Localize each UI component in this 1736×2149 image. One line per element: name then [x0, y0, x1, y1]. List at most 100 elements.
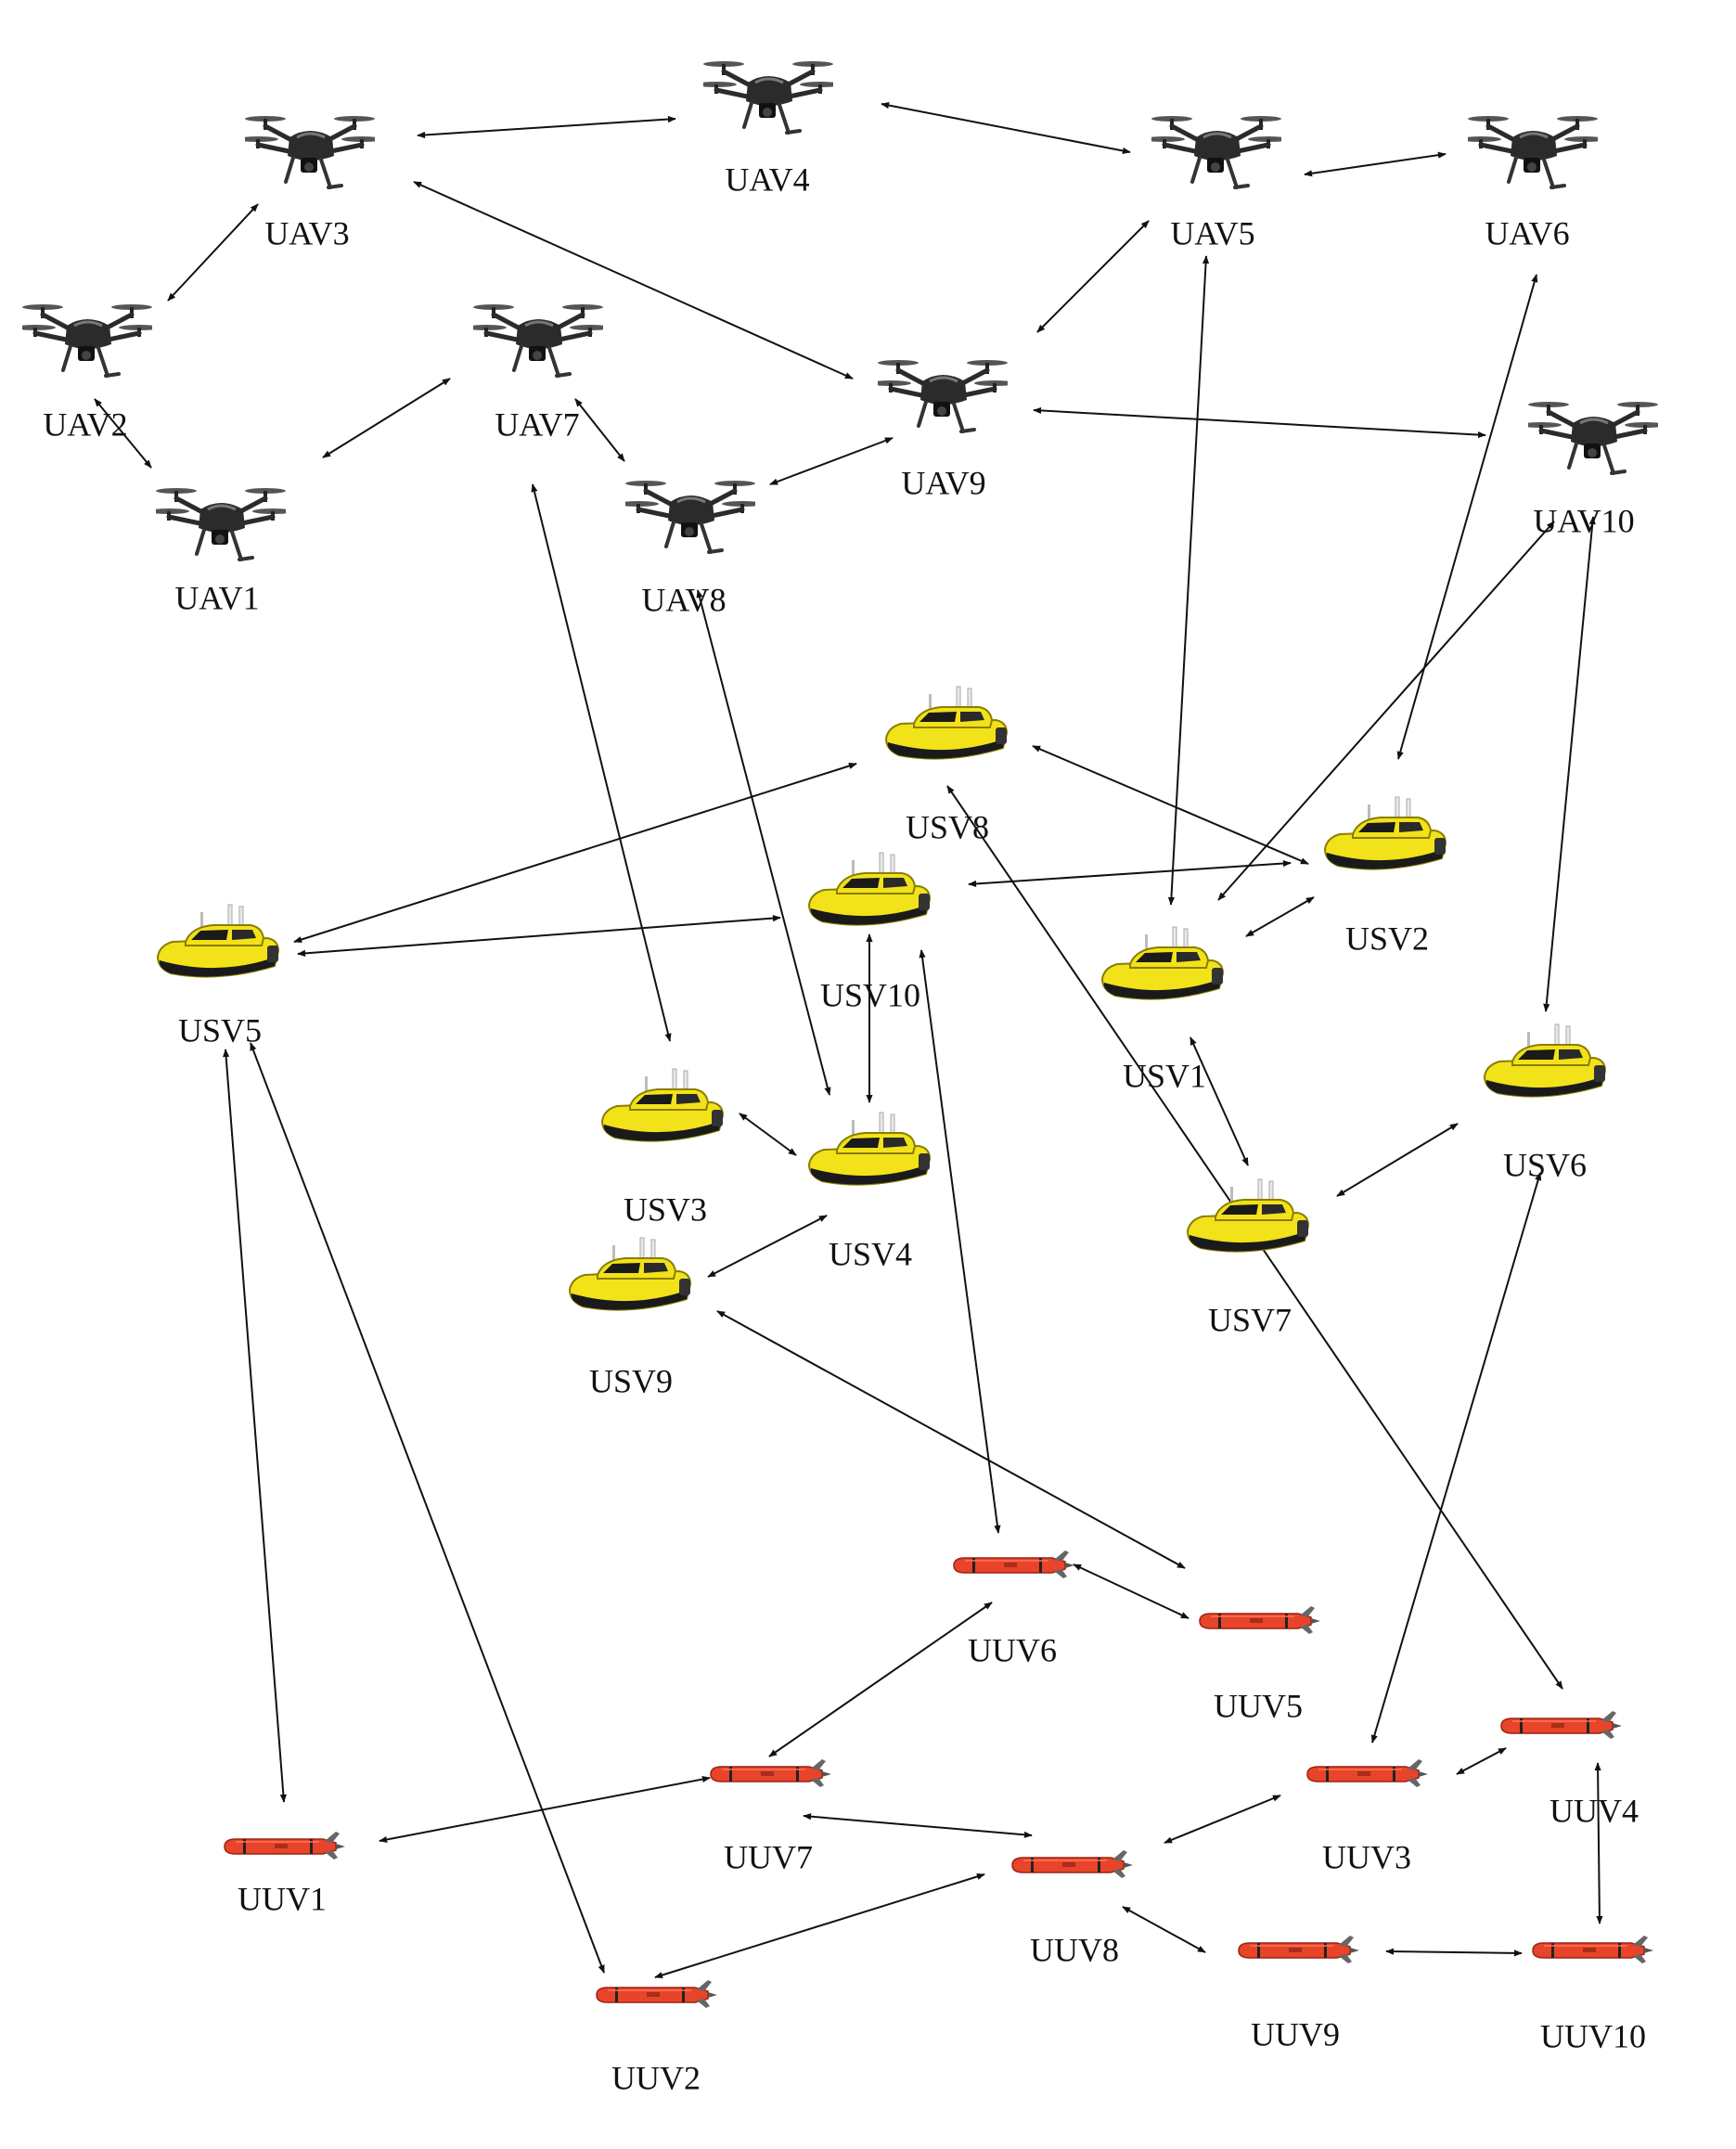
node-uav7: UAV7 [466, 304, 611, 443]
node-label-uuv2: UUV2 [611, 2059, 701, 2096]
node-uav8: UAV8 [618, 481, 763, 618]
node-usv2: USV2 [1324, 796, 1447, 957]
red-torpedo-uuv-icon [223, 1830, 347, 1861]
node-usv6: USV6 [1484, 1023, 1606, 1183]
node-uuv10: UUV10 [1531, 1934, 1655, 2054]
red-torpedo-uuv-icon [595, 1978, 719, 2010]
link-usv8-usv2 [1032, 745, 1309, 865]
node-label-uuv10: UUV10 [1540, 2017, 1646, 2054]
link-usv9-uuv5 [716, 1310, 1186, 1569]
node-label-uuv4: UUV4 [1550, 1792, 1639, 1829]
node-uav9: UAV9 [870, 360, 1015, 501]
node-usv7: USV7 [1187, 1178, 1309, 1338]
quadcopter-drone-icon [466, 304, 611, 376]
red-torpedo-uuv-icon [709, 1757, 833, 1789]
quadcopter-drone-icon [870, 360, 1015, 431]
link-usv5-uuv2 [250, 1042, 605, 1974]
yellow-surface-boat-icon [1484, 1023, 1606, 1098]
red-torpedo-uuv-icon [1531, 1934, 1655, 1965]
node-label-uav2: UAV2 [43, 405, 127, 443]
yellow-surface-boat-icon [1101, 926, 1224, 1000]
yellow-surface-boat-icon [569, 1237, 691, 1311]
node-label-uav8: UAV8 [641, 581, 726, 618]
link-usv1-usv2 [1245, 896, 1315, 937]
yellow-surface-boat-icon [157, 904, 279, 978]
link-uuv10-uuv4 [1594, 1762, 1603, 1924]
yellow-surface-boat-icon [1187, 1178, 1309, 1253]
red-torpedo-uuv-icon [1198, 1604, 1322, 1636]
link-uuv6-uuv5 [1073, 1563, 1189, 1619]
red-torpedo-uuv-icon [1305, 1757, 1430, 1789]
node-uuv4: UUV4 [1499, 1709, 1639, 1829]
red-torpedo-uuv-icon [1499, 1709, 1624, 1741]
yellow-surface-boat-icon [601, 1068, 724, 1142]
quadcopter-drone-icon [1521, 402, 1665, 473]
link-uav6-usv2 [1396, 274, 1538, 760]
red-torpedo-uuv-icon [1010, 1848, 1135, 1880]
node-label-uuv7: UUV7 [724, 1838, 813, 1875]
node-uuv9: UUV9 [1237, 1934, 1361, 2052]
node-label-uav6: UAV6 [1485, 214, 1569, 251]
link-uav3-uav9 [413, 181, 854, 380]
quadcopter-drone-icon [1460, 116, 1605, 187]
links-layer [94, 102, 1603, 1979]
link-uav5-uav6 [1304, 151, 1447, 177]
node-usv5: USV5 [157, 904, 279, 1049]
node-usv4: USV4 [808, 1112, 931, 1272]
node-uuv8: UUV8 [1010, 1848, 1135, 1968]
node-uav1: UAV1 [148, 488, 293, 616]
node-label-usv4: USV4 [829, 1235, 912, 1272]
node-label-usv8: USV8 [906, 808, 989, 845]
node-usv9: USV9 [569, 1237, 691, 1399]
node-uuv3: UUV3 [1305, 1757, 1430, 1875]
quadcopter-drone-icon [238, 116, 382, 187]
link-uav7-uav8 [574, 398, 625, 462]
link-usv3-usv4 [739, 1113, 797, 1156]
node-uuv1: UUV1 [223, 1830, 347, 1917]
node-uav6: UAV6 [1460, 116, 1605, 251]
node-label-uuv6: UUV6 [968, 1631, 1057, 1668]
link-uav8-uav9 [769, 437, 894, 485]
link-uav5-uav9 [1036, 220, 1150, 333]
node-label-uav1: UAV1 [174, 579, 259, 616]
node-usv8: USV8 [885, 686, 1008, 845]
node-label-uav9: UAV9 [901, 464, 985, 501]
node-label-uuv9: UUV9 [1251, 2015, 1340, 2052]
node-usv3: USV3 [601, 1068, 724, 1228]
red-torpedo-uuv-icon [952, 1549, 1076, 1580]
quadcopter-drone-icon [15, 304, 160, 376]
quadcopter-drone-icon [618, 481, 763, 552]
node-label-usv10: USV10 [820, 976, 920, 1013]
link-usv6-uuv3 [1370, 1172, 1542, 1744]
node-label-usv3: USV3 [624, 1190, 707, 1228]
link-uuv9-uuv10 [1385, 1948, 1523, 1957]
link-usv4-usv9 [707, 1215, 828, 1278]
link-uav8-usv4 [696, 589, 831, 1096]
link-uav9-uav10 [1033, 406, 1486, 439]
node-label-uuv8: UUV8 [1030, 1931, 1119, 1968]
node-label-uuv5: UUV5 [1214, 1687, 1303, 1724]
link-uav2-uav1 [94, 398, 152, 469]
yellow-surface-boat-icon [885, 686, 1008, 760]
node-label-uav5: UAV5 [1170, 214, 1254, 251]
node-label-uuv1: UUV1 [238, 1880, 327, 1917]
red-torpedo-uuv-icon [1237, 1934, 1361, 1965]
yellow-surface-boat-icon [808, 1112, 931, 1186]
link-uuv6-uuv7 [768, 1602, 993, 1757]
node-uav5: UAV5 [1144, 116, 1289, 251]
node-label-usv5: USV5 [178, 1011, 262, 1049]
link-uav3-uav4 [417, 115, 676, 139]
link-uuv3-uuv4 [1456, 1747, 1507, 1775]
node-label-uav3: UAV3 [264, 214, 349, 251]
node-label-uav7: UAV7 [495, 405, 579, 443]
link-usv8-usv5 [293, 763, 857, 943]
quadcopter-drone-icon [148, 488, 293, 560]
node-usv1: USV1 [1101, 926, 1224, 1094]
link-uuv7-uuv8 [803, 1813, 1033, 1838]
node-uav2: UAV2 [15, 304, 160, 443]
node-uav4: UAV4 [696, 61, 841, 198]
link-uuv8-uuv2 [654, 1872, 985, 1979]
link-usv7-usv6 [1336, 1123, 1459, 1197]
link-uav3-uav2 [167, 203, 259, 302]
